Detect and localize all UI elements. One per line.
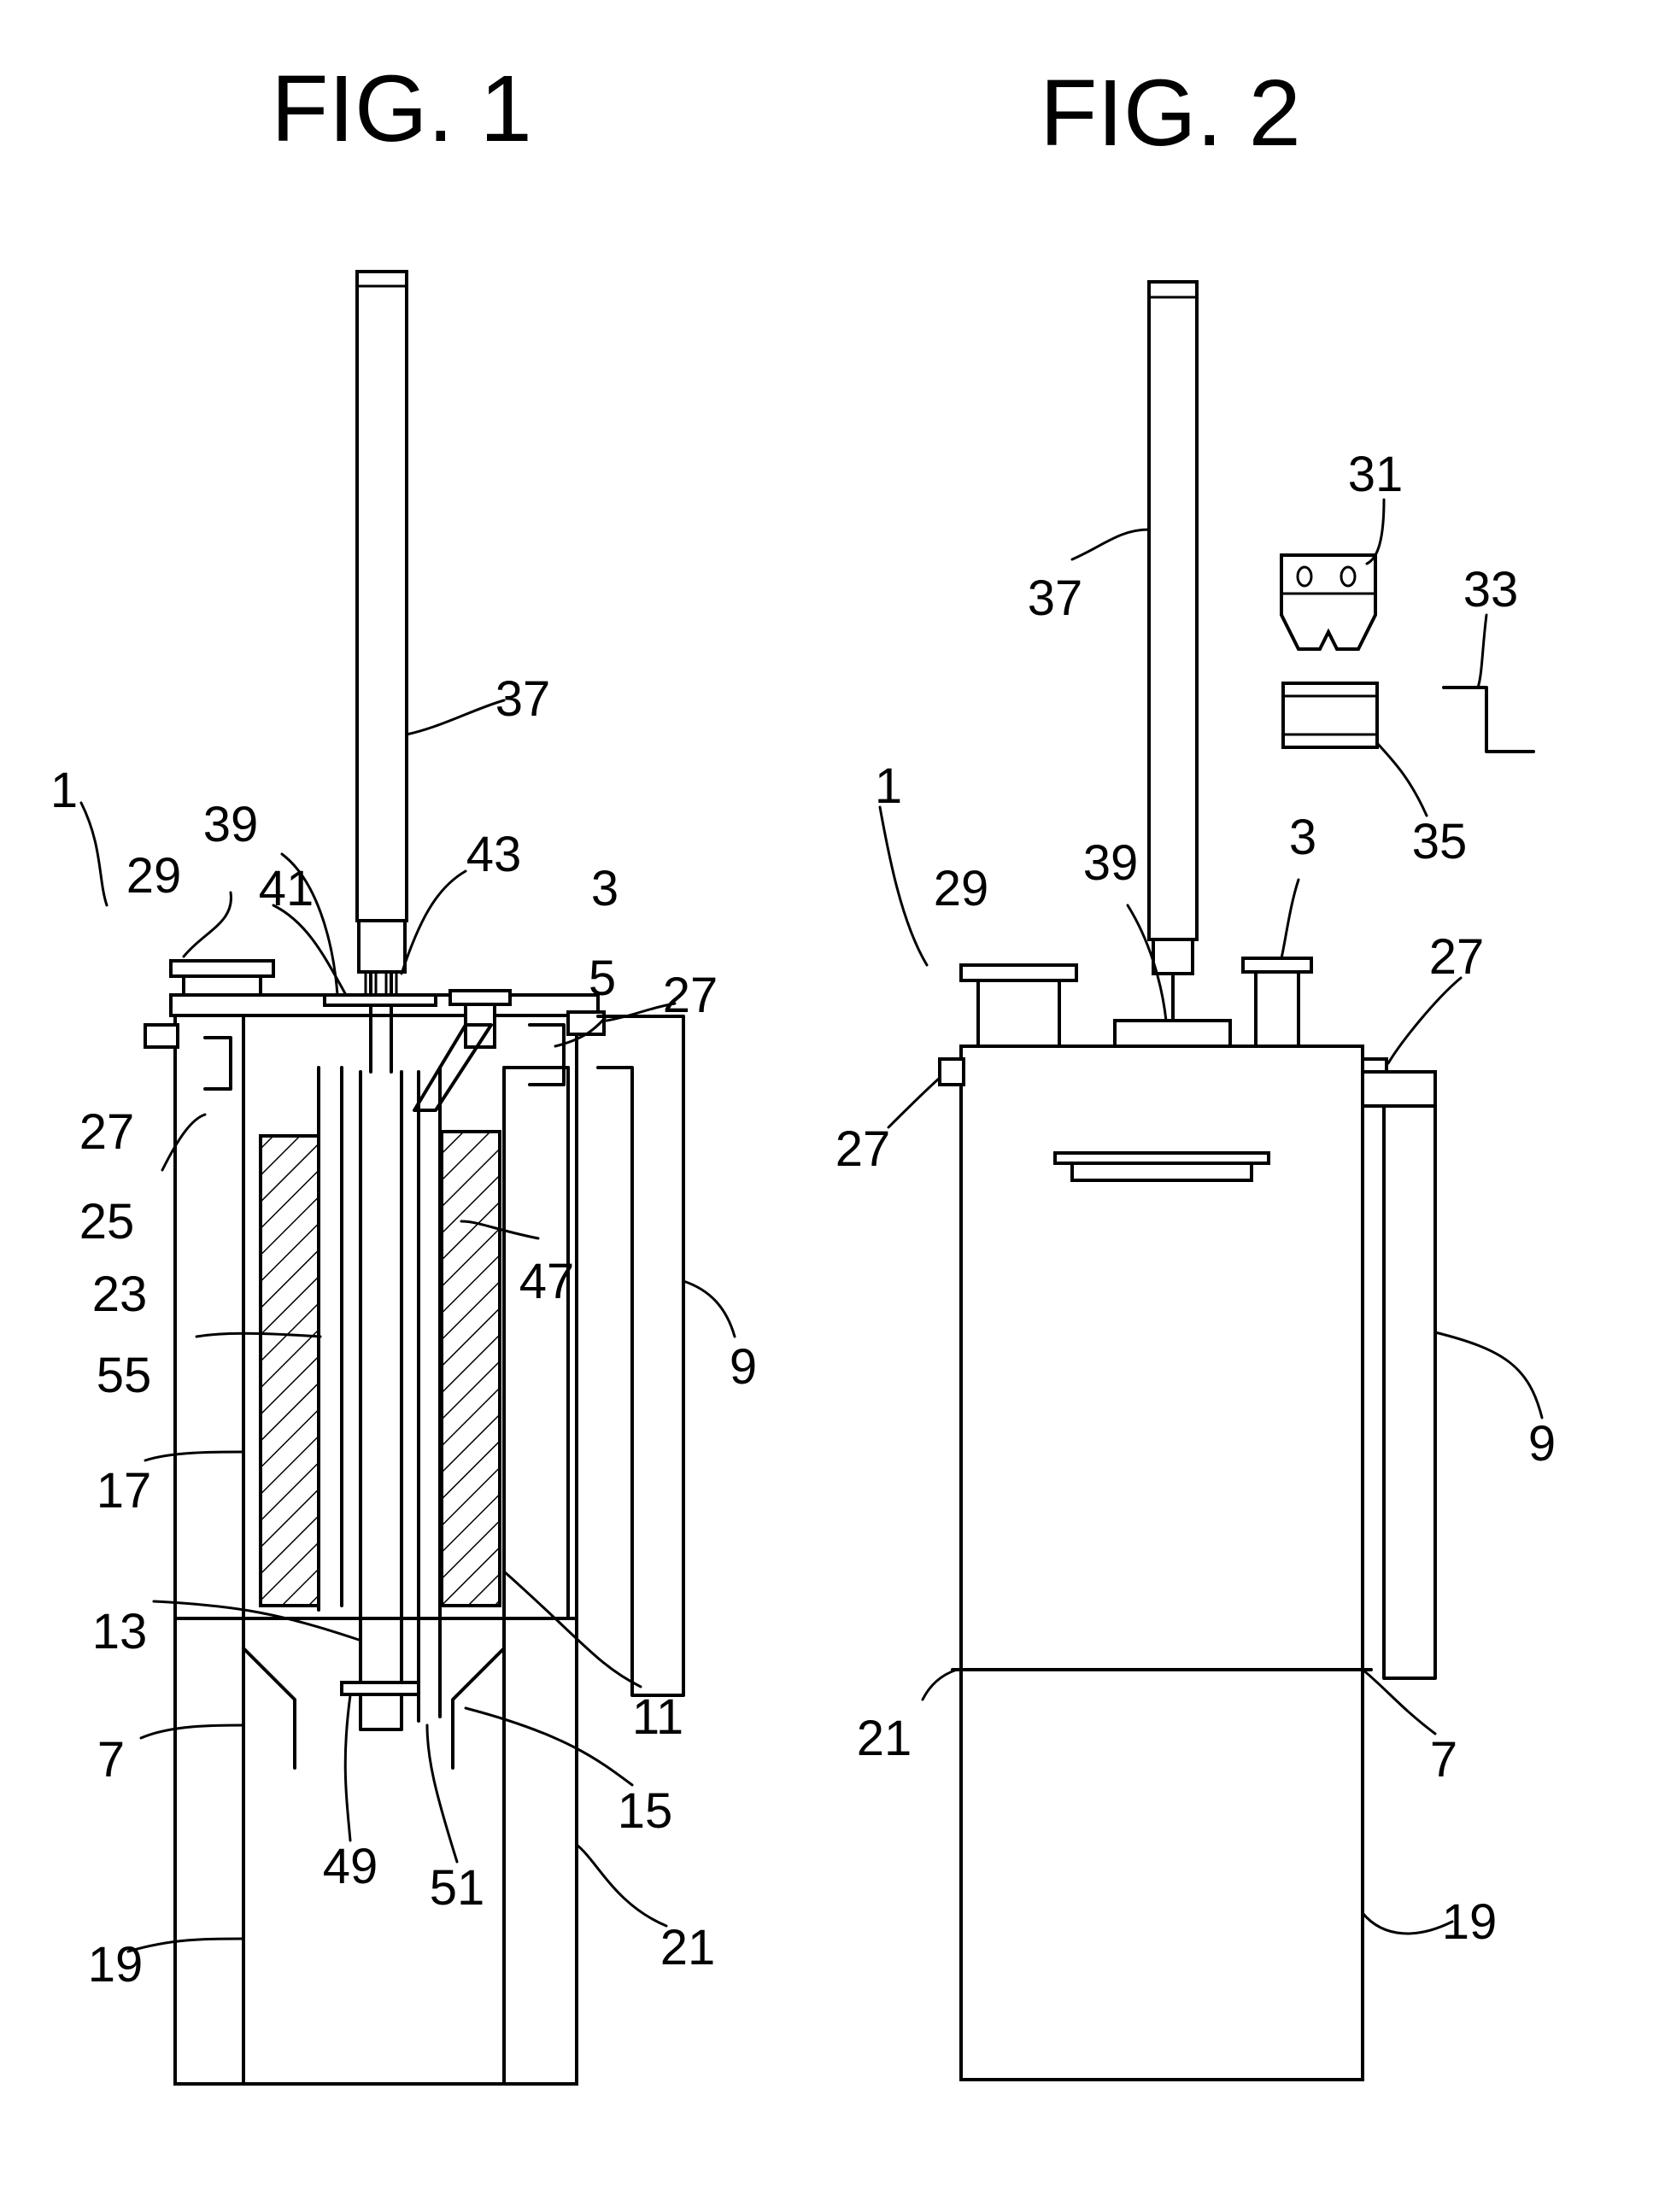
column-37-base	[359, 921, 405, 972]
pipe-collar	[1363, 1072, 1435, 1106]
ref-39: 39	[203, 797, 259, 852]
ref-7: 7	[97, 1732, 125, 1788]
port-cap-3	[1243, 958, 1311, 972]
ref-55: 55	[97, 1348, 152, 1403]
ref-47: 47	[519, 1254, 575, 1309]
port-neck-29	[978, 980, 1059, 1046]
ref-27-left: 27	[835, 1121, 891, 1177]
ref-27-right: 27	[663, 968, 718, 1023]
ref-37: 37	[1028, 571, 1083, 626]
figure-2-title: FIG. 2	[1040, 61, 1301, 166]
ref-49: 49	[323, 1839, 378, 1894]
side-pipe-9	[1363, 1072, 1435, 1678]
lower-body	[961, 1670, 1363, 2080]
port-cap-29	[961, 965, 1076, 980]
upper-body	[961, 1046, 1363, 1670]
ref-15: 15	[618, 1783, 673, 1839]
ref-1: 1	[875, 758, 902, 814]
ref-7: 7	[1430, 1732, 1457, 1788]
ref-41: 41	[259, 861, 314, 916]
ref-1: 1	[50, 763, 78, 818]
ref-19: 19	[88, 1937, 144, 1993]
figure-1-title: FIG. 1	[271, 56, 532, 161]
ref-13: 13	[92, 1604, 148, 1659]
column-37-base	[1153, 939, 1193, 974]
column-37	[1149, 282, 1197, 939]
ref-21: 21	[660, 1920, 716, 1975]
heater-block-right	[442, 1132, 500, 1606]
ref-21: 21	[857, 1711, 912, 1766]
knob-27-left	[940, 1059, 964, 1085]
ref-43: 43	[466, 827, 522, 882]
figure-1: FIG. 1	[50, 56, 757, 2084]
figure-2-drawing	[880, 282, 1542, 2080]
crank-33	[1452, 688, 1533, 752]
port-cap-3	[450, 991, 510, 1004]
figure-2: FIG. 2	[835, 61, 1556, 2080]
ref-23: 23	[92, 1267, 148, 1322]
window-pane	[1072, 1163, 1252, 1180]
ref-9: 9	[730, 1339, 757, 1395]
ref-19: 19	[1442, 1894, 1498, 1950]
side-pipe-9	[598, 1016, 683, 1695]
ref-39: 39	[1083, 835, 1139, 891]
flange-39	[325, 995, 436, 1005]
port-neck-3	[1256, 972, 1299, 1046]
ref-27-right: 27	[1429, 929, 1485, 985]
ref-29: 29	[126, 848, 182, 904]
port-cap-29	[171, 961, 273, 976]
ref-9: 9	[1528, 1416, 1556, 1472]
flange-39	[1115, 1021, 1230, 1046]
ref-5: 5	[589, 951, 616, 1006]
ref-17: 17	[97, 1463, 152, 1519]
ref-33: 33	[1463, 562, 1519, 617]
tray-49	[342, 1682, 419, 1694]
ref-51: 51	[430, 1860, 485, 1916]
block-35	[1283, 683, 1377, 747]
valve-27-left	[145, 1025, 178, 1047]
port-neck-29	[184, 976, 261, 995]
heater-block-left	[261, 1136, 319, 1606]
bracket-31	[1281, 555, 1375, 649]
ref-31: 31	[1348, 447, 1404, 502]
ref-27-left: 27	[79, 1104, 135, 1160]
ref-29: 29	[934, 861, 989, 916]
ref-25: 25	[79, 1194, 135, 1249]
ref-37: 37	[495, 671, 551, 727]
ref-3: 3	[591, 861, 619, 916]
ref-11: 11	[632, 1689, 683, 1745]
column-37	[357, 272, 407, 921]
ref-35: 35	[1412, 814, 1468, 869]
ref-3: 3	[1289, 810, 1316, 865]
